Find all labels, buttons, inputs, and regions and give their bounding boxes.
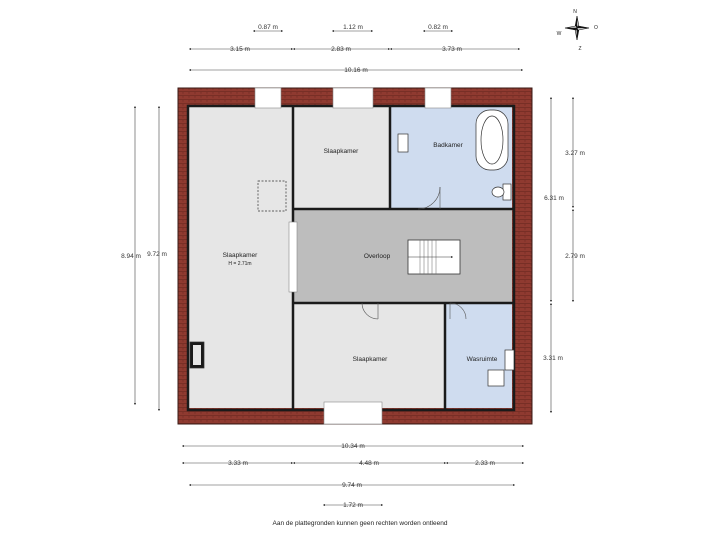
compass-n: N	[573, 9, 577, 15]
dim-bottom-3: 2.33 m	[475, 460, 495, 467]
disclaimer-text: Aan de plattegronden kunnen geen rechten…	[272, 520, 448, 527]
dim-right-1: 3.27 m	[565, 150, 585, 157]
label-slaapkamer-top: Slaapkamer	[324, 148, 360, 155]
label-slaapkamer-bottom: Slaapkamer	[353, 356, 389, 363]
compass-w: W	[557, 31, 562, 37]
dim-top-5: 2.83 m	[331, 46, 351, 53]
dim-top-4: 3.15 m	[230, 46, 250, 53]
room-slaapkamer-bottom	[294, 304, 444, 408]
label-badkamer: Badkamer	[433, 142, 463, 149]
compass-z: Z	[578, 46, 581, 52]
label-slaapkamer-left-height: H = 2.71m	[228, 261, 251, 267]
doors	[361, 186, 467, 320]
windows	[254, 87, 452, 425]
dim-top-1: 0.87 m	[258, 24, 278, 31]
dim-bottom-small: 1.72 m	[343, 502, 363, 509]
dimension-lines	[133, 29, 575, 507]
label-slaapkamer-left: Slaapkamer	[223, 252, 259, 259]
room-wasruimte	[446, 304, 512, 408]
dim-top-6: 3.73 m	[442, 46, 462, 53]
stairs	[407, 239, 461, 275]
dim-left-inner: 9.72 m	[147, 251, 167, 258]
dim-left-outer: 8.94 m	[121, 253, 141, 260]
dim-right-mid: 6.31 m	[544, 195, 564, 202]
compass-rose-icon	[564, 15, 590, 41]
compass: N O Z W	[557, 9, 598, 52]
dim-bottom-total2: 9.74 m	[342, 482, 362, 489]
compass-o: O	[594, 25, 598, 31]
dim-bottom-2: 4.48 m	[359, 460, 379, 467]
fixtures	[189, 109, 515, 387]
dim-right-2: 2.79 m	[565, 253, 585, 260]
room-overloop	[294, 210, 512, 302]
dim-top-total: 10.16 m	[344, 67, 368, 74]
label-wasruimte: Wasruimte	[467, 356, 498, 363]
dim-right-3: 3.31 m	[543, 355, 563, 362]
room-slaapkamer-left	[189, 107, 292, 408]
dim-top-2: 1.12 m	[343, 24, 363, 31]
room-slaapkamer-top	[294, 107, 389, 208]
dim-bottom-total1: 10.34 m	[341, 443, 365, 450]
label-overloop: Overloop	[364, 253, 391, 260]
dim-bottom-1: 3.33 m	[228, 460, 248, 467]
dim-top-3: 0.82 m	[428, 24, 448, 31]
